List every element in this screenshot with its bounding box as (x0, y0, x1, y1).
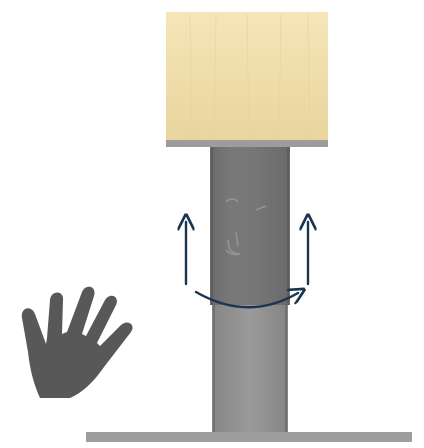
wood-grain-line (307, 13, 311, 141)
wooden-post (166, 12, 328, 142)
wood-grain-line (246, 13, 250, 141)
bolt-mark (225, 198, 239, 203)
bolt-marks-icon (225, 198, 267, 256)
upper-steel-column (210, 147, 290, 305)
bolt-mark (235, 231, 239, 247)
top-bracket-plate (166, 140, 328, 147)
bolt-mark (255, 205, 267, 211)
motion-arrows (186, 222, 308, 309)
base-plate (86, 432, 412, 442)
hand-palm-icon (21, 286, 133, 398)
wood-grain-line (189, 13, 193, 141)
curved-arrow-right-icon (194, 292, 298, 309)
wood-grain-line (278, 13, 282, 141)
wood-grain (189, 13, 311, 141)
lower-steel-post (212, 300, 288, 432)
bolt-mark (225, 239, 241, 256)
wood-grain-line (213, 13, 217, 141)
